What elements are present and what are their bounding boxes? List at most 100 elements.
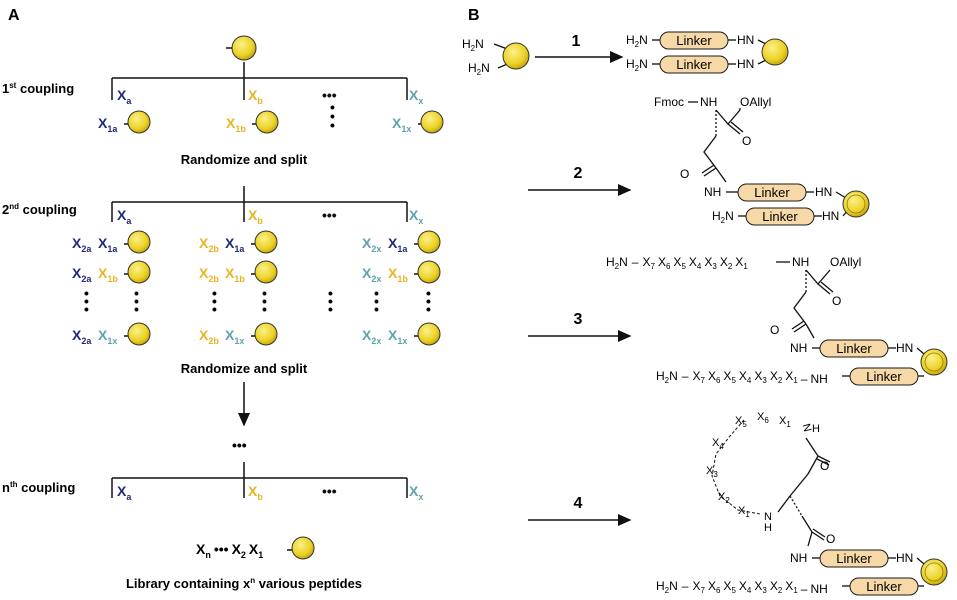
svg-text:•••: ••• (212, 285, 217, 317)
branch-b-n: Xb (248, 483, 263, 502)
svg-text:HN: HN (896, 341, 913, 355)
svg-text:X2x: X2x (362, 265, 381, 284)
svg-text:Linker: Linker (676, 57, 712, 72)
svg-text:OAllyl: OAllyl (830, 255, 861, 269)
svg-text:O: O (742, 134, 751, 148)
svg-text:•••: ••• (84, 285, 89, 317)
svg-text:X2b: X2b (199, 327, 219, 346)
svg-text:X2b: X2b (199, 265, 219, 284)
step-4: 4 (528, 495, 632, 526)
ring-x1: X1 (738, 505, 750, 519)
svg-text:X2a: X2a (72, 265, 92, 284)
ellipsis-mid: ••• (232, 437, 247, 453)
svg-text:Linker: Linker (836, 341, 872, 356)
svg-text:Linker: Linker (754, 185, 790, 200)
coupling-1-tree (111, 62, 408, 100)
svg-text:X1b: X1b (388, 265, 408, 284)
svg-text:X1a: X1a (388, 235, 408, 254)
branch-a-1: Xa (117, 87, 132, 106)
library-caption: Library containing xn various peptides (126, 576, 362, 591)
svg-text:3: 3 (574, 311, 583, 328)
svg-text:HN: HN (737, 33, 754, 47)
svg-text:NH: NH (792, 255, 809, 269)
svg-text:O: O (820, 459, 829, 473)
branch-x-n: Xx (409, 483, 423, 502)
svg-text:H2N: H2N (468, 61, 490, 77)
row-2-vdots: ••• ••• ••• ••• ••• ••• ••• (84, 285, 431, 317)
ring-x3: X3 (706, 465, 718, 479)
product-1: H2N Linker HN H2N Linker HN (626, 31, 789, 74)
svg-text:NH: NH (704, 185, 721, 199)
coupling-n-label: nth coupling (2, 480, 75, 495)
svg-text:H2N: H2N (626, 57, 648, 73)
branch-x-2: Xx (409, 207, 423, 226)
svg-text:X1x: X1x (388, 327, 407, 346)
svg-text:Linker: Linker (866, 369, 902, 384)
svg-text:•••: ••• (328, 285, 333, 317)
coupling-2-label: 2nd coupling (2, 202, 77, 217)
svg-text:O: O (680, 167, 689, 181)
row-x1-beads: X1a X1b ••• X1x (98, 99, 444, 134)
svg-text:O: O (832, 294, 841, 308)
panel-a-label: A (8, 7, 20, 24)
svg-text:H2N: H2N (626, 33, 648, 49)
svg-text:Fmoc: Fmoc (654, 95, 684, 109)
svg-text:X1a: X1a (98, 235, 118, 254)
svg-text:X1x: X1x (98, 327, 117, 346)
ring-x5: X5 (735, 415, 747, 429)
svg-text:Linker: Linker (836, 551, 872, 566)
svg-text:X2x: X2x (362, 235, 381, 254)
svg-text:2: 2 (574, 165, 583, 182)
svg-text:Linker: Linker (676, 33, 712, 48)
svg-text:X1b: X1b (98, 265, 118, 284)
svg-text:X2b: X2b (199, 235, 219, 254)
svg-text:N: N (800, 422, 814, 433)
product-2: Fmoc NH OAllyl O O NH Linker HN H2N (654, 95, 870, 226)
diamine-bead: H2N H2N (462, 37, 530, 77)
vdots-1: ••• (330, 99, 335, 133)
branch-a-n: Xa (117, 483, 132, 502)
svg-text:X2a: X2a (72, 327, 92, 346)
svg-text:X1x: X1x (225, 327, 244, 346)
x1x-label: X1x (392, 115, 411, 134)
svg-text:O: O (770, 323, 779, 337)
svg-text:H2N: H2N (462, 37, 484, 53)
ellipsis-1: ••• (322, 87, 337, 103)
branch-b-2: Xb (248, 207, 263, 226)
svg-text:H: H (764, 522, 772, 534)
coupling-n-tree (111, 462, 408, 498)
step-3: 3 (528, 311, 632, 342)
coupling-2-tree (111, 186, 408, 222)
branch-b-1: Xb (248, 87, 263, 106)
svg-text:NH: NH (790, 551, 807, 565)
svg-text:X2a: X2a (72, 235, 92, 254)
row-2-last: X2a X1x X2b X1x X2x X1x (72, 322, 441, 346)
randomize-2: Randomize and split (181, 361, 308, 376)
start-bead (226, 35, 257, 61)
step-1: 1 (535, 33, 624, 63)
svg-text:•••: ••• (426, 285, 431, 317)
row-2-first: X2a X1a X2b X1a X2x X1a (72, 230, 441, 254)
x1a-label: X1a (98, 115, 118, 134)
step-2: 2 (528, 165, 632, 196)
coupling-1-label: 1st coupling (2, 81, 74, 96)
product-4: X5 X6 X1 X4 X3 X2 X1 N H O N H O NH (656, 411, 948, 596)
svg-text:O: O (826, 532, 835, 546)
branch-a-2: Xa (117, 207, 132, 226)
svg-text:Linker: Linker (866, 579, 902, 594)
svg-text:HN: HN (822, 209, 839, 223)
panel-a: A 1st coupling Xa Xb ••• Xx X1a X1b ••• (2, 7, 444, 591)
ring-x2: X2 (718, 491, 730, 505)
svg-text:HN: HN (815, 185, 832, 199)
svg-text:X2x: X2x (362, 327, 381, 346)
svg-text:•••: ••• (262, 285, 267, 317)
svg-text:NH: NH (700, 95, 717, 109)
svg-text:OAllyl: OAllyl (740, 95, 771, 109)
svg-text:4: 4 (574, 495, 583, 512)
